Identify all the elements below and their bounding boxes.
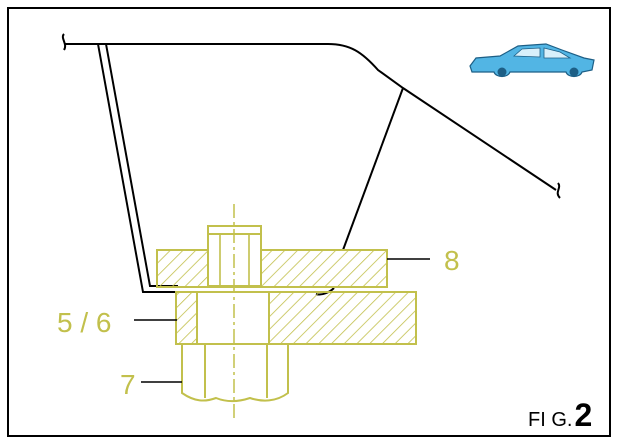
washer-plate [175, 291, 417, 345]
bracket-plate [156, 225, 388, 288]
leader-lines [134, 258, 430, 383]
callout-washer: 5 / 6 [57, 307, 111, 338]
figure-label: FI G.2 [528, 397, 592, 433]
callout-bracket: 8 [444, 245, 460, 276]
nut [181, 343, 289, 402]
figure-border [7, 7, 611, 437]
callout-nut: 7 [120, 369, 136, 400]
figure-prefix: FI G. [528, 409, 572, 431]
car-side-icon [469, 43, 595, 78]
figure-number: 2 [574, 397, 592, 433]
body-panel [61, 33, 561, 296]
